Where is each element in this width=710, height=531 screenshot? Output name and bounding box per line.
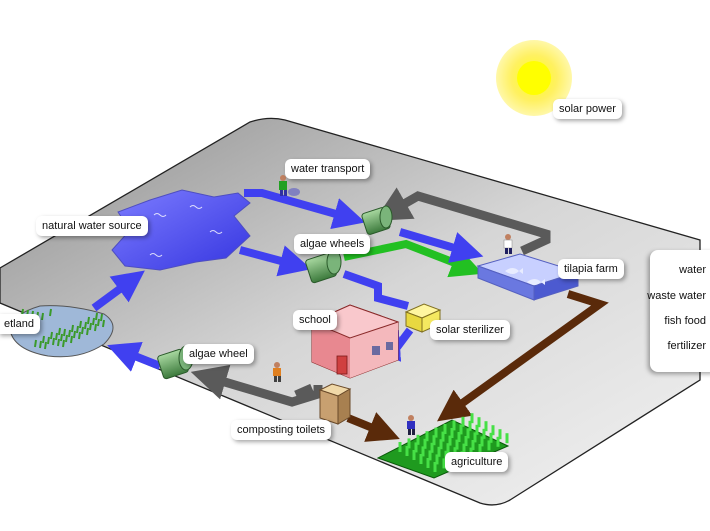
algae-wheels-top — [361, 205, 393, 235]
reed-mark — [78, 331, 81, 340]
legend-item-waste-water: waste water — [647, 290, 706, 302]
reed-mark — [84, 321, 87, 330]
reed-mark — [49, 308, 52, 317]
reed-mark — [70, 335, 73, 344]
wave-marks — [149, 205, 223, 257]
legend-item-fertilizer: fertilizer — [667, 340, 706, 352]
person-agriculture-icon — [407, 415, 415, 435]
reed-mark — [39, 340, 42, 349]
label-tilapia-farm: tilapia farm — [558, 259, 624, 279]
composting-toilets-box — [318, 383, 352, 425]
fertilizer-arrow-toilets-to-agriculture — [346, 412, 400, 442]
reed-mark — [81, 326, 84, 335]
reed-mark — [62, 339, 65, 348]
label-wetland: etland — [0, 314, 40, 334]
reed-mark — [86, 327, 89, 336]
person-tilapia-icon — [503, 234, 513, 254]
reed-mark — [41, 312, 44, 321]
sun-icon — [496, 40, 572, 116]
reed-mark — [63, 328, 66, 337]
label-solar-power: solar power — [553, 99, 622, 119]
water-arrow-to-school — [342, 270, 410, 310]
reed-mark — [79, 320, 82, 329]
reed-mark — [76, 325, 79, 334]
algae-wheels-bottom — [305, 249, 342, 284]
label-natural-water-source: natural water source — [36, 216, 148, 236]
reed-mark — [42, 335, 45, 344]
reed-mark — [102, 319, 105, 328]
reed-mark — [47, 336, 50, 345]
reed-mark — [97, 318, 100, 327]
water-arrow-source-to-lower-wheels — [238, 245, 312, 277]
reed-mark — [50, 331, 53, 340]
person-water-transport-icon — [279, 175, 300, 196]
reed-mark — [68, 329, 71, 338]
reed-mark — [65, 334, 68, 343]
reed-mark — [73, 330, 76, 339]
label-composting-toilets: composting toilets — [231, 420, 332, 440]
tilapia-farm-tank — [476, 253, 580, 301]
person-school-icon — [273, 362, 281, 382]
reed-mark — [71, 324, 74, 333]
waste-water-arrow-tilapia-to-wheels — [374, 187, 551, 256]
reed-mark — [94, 323, 97, 332]
legend-item-water: water — [679, 264, 706, 276]
legend-panel: water waste water fish food fertilizer — [647, 250, 710, 372]
natural-water-source — [111, 189, 251, 271]
water-arrow-wetland-to-source — [91, 270, 145, 312]
reed-mark — [55, 332, 58, 341]
fertilizer-arrow-tilapia-to-agriculture — [437, 290, 609, 422]
water-arrow-source-to-wheels — [244, 189, 366, 230]
reed-mark — [89, 322, 92, 331]
reed-mark — [34, 339, 37, 348]
label-school: school — [293, 310, 337, 330]
label-water-transport: water transport — [285, 159, 371, 179]
water-arrow-wheel-to-wetland — [107, 341, 162, 372]
reed-mark — [52, 337, 55, 346]
label-agriculture: agriculture — [445, 452, 509, 472]
reed-mark — [87, 316, 90, 325]
waste-water-arrow-school — [294, 383, 314, 400]
legend-item-fish-food: fish food — [664, 315, 706, 327]
water-arrow-wheels-to-tilapia — [398, 228, 484, 263]
waste-water-arrow-toilets-to-wheel — [190, 364, 323, 407]
label-algae-wheels: algae wheels — [294, 234, 371, 254]
reed-mark — [58, 327, 61, 336]
reed-mark — [57, 338, 60, 347]
reed-mark — [100, 313, 103, 322]
reed-mark — [44, 341, 47, 350]
label-solar-sterilizer: solar sterilizer — [430, 320, 510, 340]
reed-mark — [92, 317, 95, 326]
reed-mark — [60, 333, 63, 342]
label-algae-wheel: algae wheel — [183, 344, 254, 364]
reed-mark — [95, 312, 98, 321]
